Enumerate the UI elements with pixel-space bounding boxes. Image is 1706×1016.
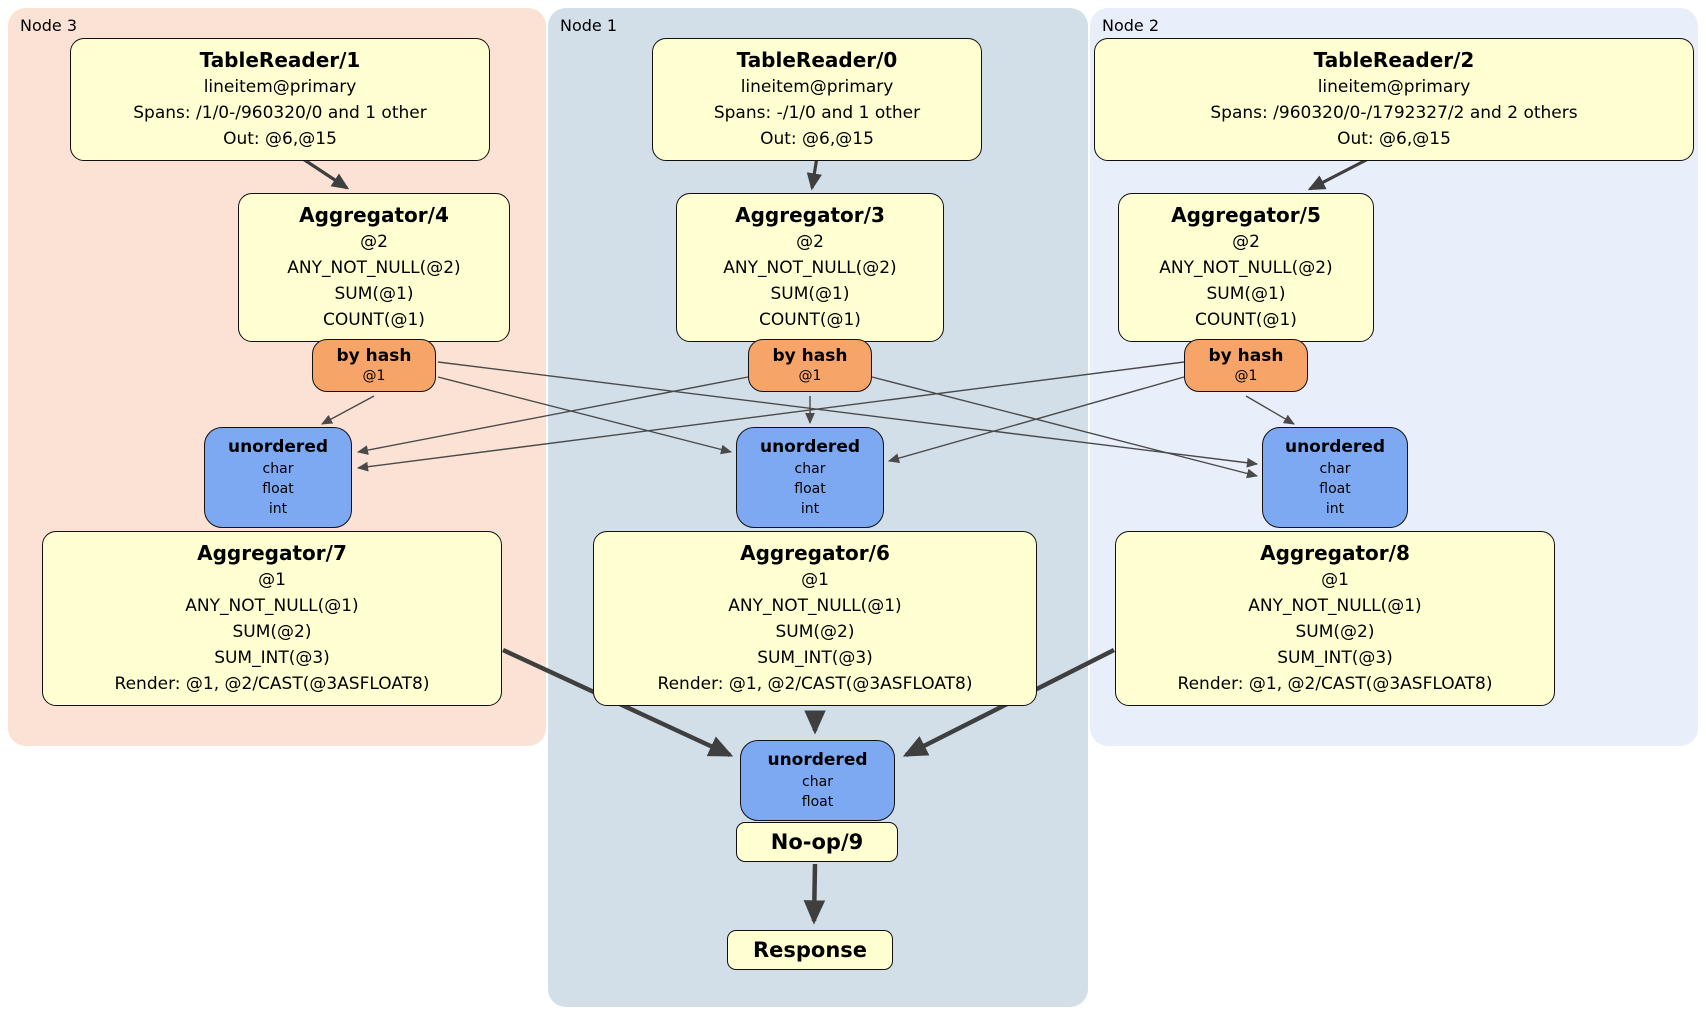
tablereader-0-box: TableReader/0 lineitem@primary Spans: -/… bbox=[652, 38, 982, 161]
unordered-sync-final: unordered char float bbox=[740, 740, 895, 821]
aggregator-8-render: Render: @1, @2/CAST(@3ASFLOAT8) bbox=[1177, 674, 1493, 694]
tablereader-1-box: TableReader/1 lineitem@primary Spans: /1… bbox=[70, 38, 490, 161]
unordered-sync-left-col3: int bbox=[268, 501, 288, 517]
unordered-sync-left: unordered char float int bbox=[204, 427, 352, 528]
by-hash-router-3-title: by hash bbox=[772, 346, 848, 366]
by-hash-router-5-title: by hash bbox=[1208, 346, 1284, 366]
by-hash-router-5-key: @1 bbox=[1234, 368, 1258, 384]
by-hash-router-4: by hash @1 bbox=[312, 339, 436, 392]
node1-label: Node 1 bbox=[560, 16, 618, 35]
unordered-sync-final-title: unordered bbox=[767, 750, 868, 770]
aggregator-8-group: @1 bbox=[1321, 570, 1349, 590]
aggregator-3-title: Aggregator/3 bbox=[735, 203, 885, 227]
aggregator-6-render: Render: @1, @2/CAST(@3ASFLOAT8) bbox=[657, 674, 973, 694]
aggregator-7-box: Aggregator/7 @1 ANY_NOT_NULL(@1) SUM(@2)… bbox=[42, 531, 502, 706]
aggregator-4-group: @2 bbox=[360, 232, 388, 252]
unordered-sync-final-col1: char bbox=[802, 774, 833, 790]
aggregator-6-fn2: SUM(@2) bbox=[775, 622, 855, 642]
aggregator-3-fn2: SUM(@1) bbox=[770, 284, 850, 304]
response-box: Response bbox=[727, 930, 893, 970]
tablereader-0-spans: Spans: -/1/0 and 1 other bbox=[713, 103, 921, 123]
unordered-sync-mid-col1: char bbox=[794, 461, 826, 477]
unordered-sync-right-col2: float bbox=[1319, 481, 1351, 497]
aggregator-3-fn3: COUNT(@1) bbox=[759, 310, 861, 330]
unordered-sync-left-title: unordered bbox=[227, 437, 329, 457]
unordered-sync-left-col2: float bbox=[262, 481, 294, 497]
unordered-sync-mid: unordered char float int bbox=[736, 427, 884, 528]
tablereader-2-box: TableReader/2 lineitem@primary Spans: /9… bbox=[1094, 38, 1694, 161]
aggregator-5-fn3: COUNT(@1) bbox=[1195, 310, 1297, 330]
tablereader-1-index: lineitem@primary bbox=[203, 77, 357, 97]
aggregator-7-title: Aggregator/7 bbox=[197, 541, 347, 565]
tablereader-2-title: TableReader/2 bbox=[1313, 48, 1475, 72]
aggregator-8-box: Aggregator/8 @1 ANY_NOT_NULL(@1) SUM(@2)… bbox=[1115, 531, 1555, 706]
aggregator-6-group: @1 bbox=[801, 570, 829, 590]
unordered-sync-mid-col3: int bbox=[800, 501, 820, 517]
aggregator-6-title: Aggregator/6 bbox=[740, 541, 890, 565]
aggregator-8-fn3: SUM_INT(@3) bbox=[1277, 648, 1393, 668]
aggregator-5-group: @2 bbox=[1232, 232, 1260, 252]
tablereader-0-title: TableReader/0 bbox=[736, 48, 898, 72]
noop-box: No-op/9 bbox=[736, 822, 898, 862]
aggregator-5-box: Aggregator/5 @2 ANY_NOT_NULL(@2) SUM(@1)… bbox=[1118, 193, 1374, 342]
aggregator-8-fn1: ANY_NOT_NULL(@1) bbox=[1248, 596, 1422, 616]
by-hash-router-3: by hash @1 bbox=[748, 339, 872, 392]
tablereader-1-title: TableReader/1 bbox=[199, 48, 361, 72]
node3-label: Node 3 bbox=[20, 16, 78, 35]
aggregator-5-fn2: SUM(@1) bbox=[1206, 284, 1286, 304]
by-hash-router-5: by hash @1 bbox=[1184, 339, 1308, 392]
tablereader-1-out: Out: @6,@15 bbox=[223, 129, 337, 149]
aggregator-7-group: @1 bbox=[258, 570, 286, 590]
aggregator-4-box: Aggregator/4 @2 ANY_NOT_NULL(@2) SUM(@1)… bbox=[238, 193, 510, 342]
noop-title: No-op/9 bbox=[770, 830, 864, 854]
aggregator-3-fn1: ANY_NOT_NULL(@2) bbox=[723, 258, 897, 278]
aggregator-3-group: @2 bbox=[796, 232, 824, 252]
aggregator-7-render: Render: @1, @2/CAST(@3ASFLOAT8) bbox=[114, 674, 430, 694]
aggregator-4-fn3: COUNT(@1) bbox=[323, 310, 425, 330]
aggregator-7-fn3: SUM_INT(@3) bbox=[214, 648, 330, 668]
node2-label: Node 2 bbox=[1102, 16, 1160, 35]
tablereader-2-index: lineitem@primary bbox=[1317, 77, 1471, 97]
tablereader-2-out: Out: @6,@15 bbox=[1337, 129, 1451, 149]
aggregator-4-fn1: ANY_NOT_NULL(@2) bbox=[287, 258, 461, 278]
aggregator-8-title: Aggregator/8 bbox=[1260, 541, 1410, 565]
unordered-sync-final-col2: float bbox=[801, 794, 834, 810]
unordered-sync-left-col1: char bbox=[262, 461, 294, 477]
aggregator-4-fn2: SUM(@1) bbox=[334, 284, 414, 304]
unordered-sync-right-col3: int bbox=[1325, 501, 1345, 517]
tablereader-0-out: Out: @6,@15 bbox=[760, 129, 874, 149]
response-title: Response bbox=[752, 938, 868, 962]
by-hash-router-4-title: by hash bbox=[336, 346, 412, 366]
aggregator-6-fn1: ANY_NOT_NULL(@1) bbox=[728, 596, 902, 616]
aggregator-6-box: Aggregator/6 @1 ANY_NOT_NULL(@1) SUM(@2)… bbox=[593, 531, 1037, 706]
tablereader-1-spans: Spans: /1/0-/960320/0 and 1 other bbox=[133, 103, 427, 123]
unordered-sync-right-title: unordered bbox=[1284, 437, 1386, 457]
aggregator-7-fn2: SUM(@2) bbox=[232, 622, 312, 642]
aggregator-5-fn1: ANY_NOT_NULL(@2) bbox=[1159, 258, 1333, 278]
tablereader-0-index: lineitem@primary bbox=[740, 77, 894, 97]
aggregator-7-fn1: ANY_NOT_NULL(@1) bbox=[185, 596, 359, 616]
aggregator-6-fn3: SUM_INT(@3) bbox=[757, 648, 873, 668]
aggregator-5-title: Aggregator/5 bbox=[1171, 203, 1321, 227]
tablereader-2-spans: Spans: /960320/0-/1792327/2 and 2 others bbox=[1210, 103, 1578, 123]
aggregator-8-fn2: SUM(@2) bbox=[1295, 622, 1375, 642]
by-hash-router-3-key: @1 bbox=[798, 368, 822, 384]
unordered-sync-right-col1: char bbox=[1319, 461, 1351, 477]
aggregator-4-title: Aggregator/4 bbox=[299, 203, 449, 227]
unordered-sync-mid-col2: float bbox=[794, 481, 826, 497]
by-hash-router-4-key: @1 bbox=[362, 368, 386, 384]
unordered-sync-mid-title: unordered bbox=[759, 437, 861, 457]
unordered-sync-right: unordered char float int bbox=[1262, 427, 1408, 528]
aggregator-3-box: Aggregator/3 @2 ANY_NOT_NULL(@2) SUM(@1)… bbox=[676, 193, 944, 342]
